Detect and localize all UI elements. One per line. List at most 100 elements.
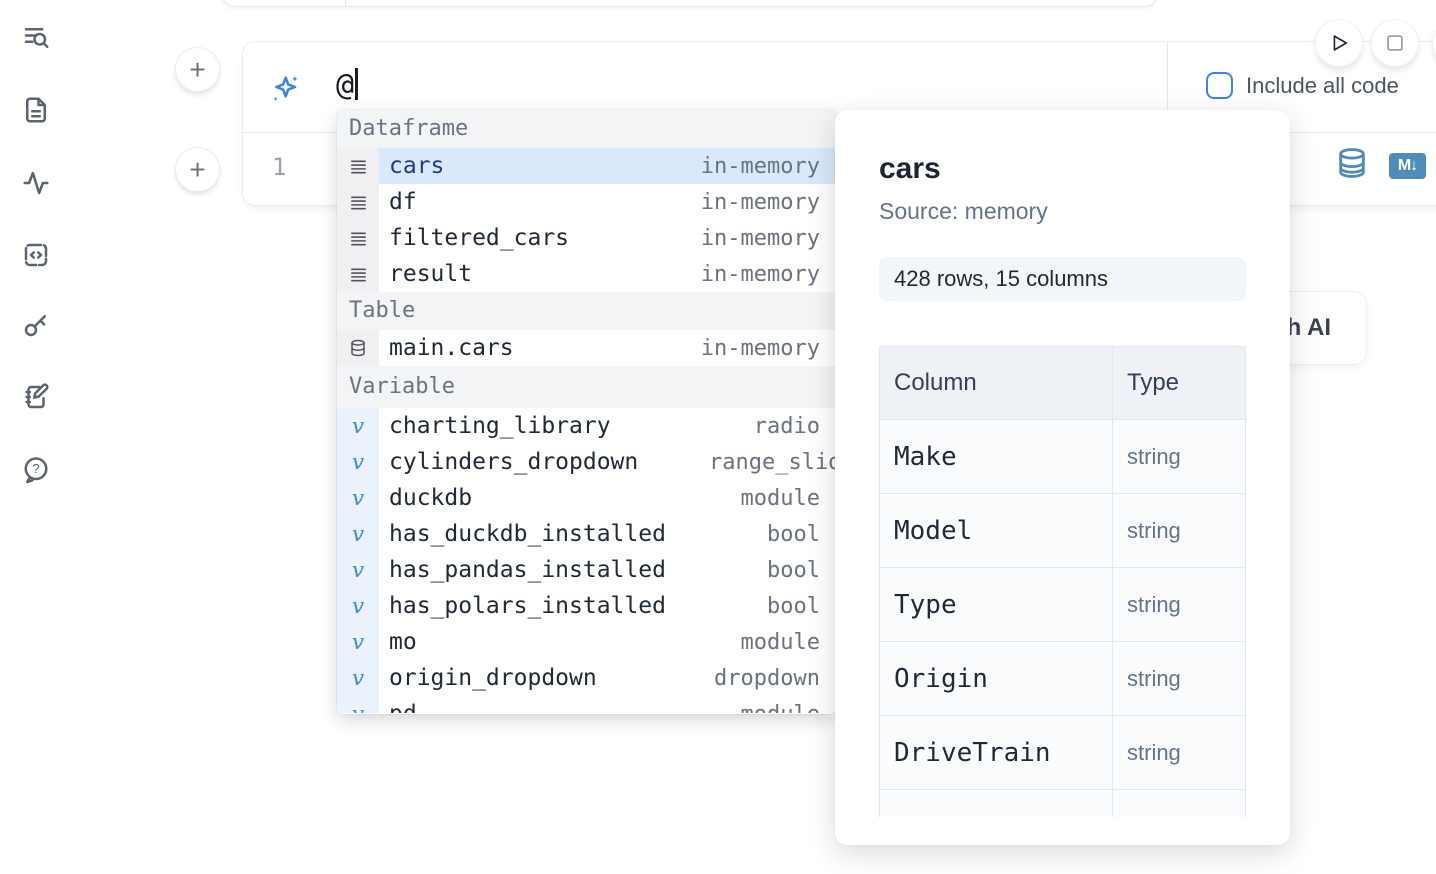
item-name: df: [389, 189, 417, 215]
rows-icon: [337, 256, 379, 292]
ai-prompt-input[interactable]: @: [336, 68, 359, 103]
schema-header: Column: [879, 346, 1113, 420]
ai-prompt-row: @ Include all code: [243, 42, 1436, 133]
column-name: Type: [879, 567, 1113, 642]
item-name: has_polars_installed: [389, 593, 666, 619]
database-icon[interactable]: [1335, 145, 1369, 181]
item-name: result: [389, 261, 473, 287]
autocomplete-item[interactable]: v origin_dropdown dropdown: [337, 660, 836, 696]
variable-icon: v: [337, 696, 379, 713]
column-type: string: [1112, 493, 1246, 568]
item-name: filtered_cars: [389, 225, 570, 251]
autocomplete-item[interactable]: filtered_cars in-memory: [337, 220, 836, 256]
column-type: string: [1112, 567, 1246, 642]
column-name: Model: [879, 493, 1113, 568]
scratchpad-icon[interactable]: [21, 382, 51, 412]
sidebar: ?: [0, 0, 72, 874]
item-hint: bool: [767, 557, 820, 583]
file-search-icon[interactable]: [21, 23, 51, 53]
code-editor-row[interactable]: 1 M↓: [243, 133, 1436, 204]
item-hint: dropdown: [714, 665, 820, 691]
help-icon[interactable]: ?: [21, 455, 51, 485]
item-name: has_duckdb_installed: [389, 521, 666, 547]
dataframe-title: cars: [879, 152, 941, 185]
autocomplete-section-label: Dataframe: [337, 110, 836, 148]
rows-icon: [337, 184, 379, 220]
variable-icon: v: [337, 408, 379, 444]
include-all-code-toggle[interactable]: Include all code: [1206, 72, 1399, 99]
item-hint: in-memory: [700, 261, 820, 287]
column-type: string: [1112, 641, 1246, 716]
divider: [1167, 42, 1168, 132]
dataframe-detail-panel: cars Source: memory 428 rows, 15 columns…: [835, 110, 1290, 845]
item-name: cylinders_dropdown: [389, 449, 639, 475]
dataframe-shape-badge: 428 rows, 15 columns: [879, 257, 1246, 301]
item-name: charting_library: [389, 413, 611, 439]
column-name: [879, 789, 1113, 817]
include-all-code-checkbox[interactable]: [1206, 72, 1233, 99]
item-name: mo: [389, 629, 417, 655]
autocomplete-item[interactable]: result in-memory: [337, 256, 836, 292]
item-name: has_pandas_installed: [389, 557, 666, 583]
item-name: origin_dropdown: [389, 665, 597, 691]
add-cell-button[interactable]: +: [176, 48, 219, 91]
stop-button[interactable]: [1372, 20, 1418, 66]
item-hint: bool: [767, 521, 820, 547]
previous-cell-divider: [345, 0, 346, 7]
run-cell-button[interactable]: [1316, 20, 1362, 66]
code-snippet-icon[interactable]: [21, 240, 51, 270]
item-hint: module: [741, 702, 836, 714]
key-icon[interactable]: [21, 310, 51, 340]
item-name: pd: [379, 701, 417, 713]
item-hint: in-memory: [700, 189, 820, 215]
variable-icon: v: [337, 516, 379, 552]
plus-icon: +: [189, 153, 206, 185]
autocomplete-item[interactable]: df in-memory: [337, 184, 836, 220]
column-name: Make: [879, 419, 1113, 494]
schema-row: [879, 789, 1246, 817]
autocomplete-section-label: Table: [337, 292, 836, 330]
item-hint: in-memory: [700, 225, 820, 251]
plus-icon: +: [189, 53, 206, 85]
markdown-icon[interactable]: M↓: [1389, 153, 1426, 179]
rows-icon: [337, 148, 379, 184]
autocomplete-item[interactable]: cars in-memory: [337, 148, 836, 184]
schema-header: Type: [1112, 346, 1246, 420]
autocomplete-section-label: Variable: [337, 366, 836, 408]
column-name: Origin: [879, 641, 1113, 716]
column-type: string: [1112, 715, 1246, 790]
variable-icon: v: [337, 660, 379, 696]
item-name: duckdb: [389, 485, 473, 511]
item-hint: in-memory: [700, 153, 820, 179]
column-name: DriveTrain: [879, 715, 1113, 790]
run-button-partial[interactable]: [1433, 20, 1436, 66]
variable-icon: v: [337, 480, 379, 516]
column-type: string: [1112, 419, 1246, 494]
item-hint: bool: [767, 593, 820, 619]
item-name: cars: [389, 153, 445, 179]
activity-icon[interactable]: [21, 168, 51, 198]
item-name: main.cars: [389, 335, 514, 361]
include-all-code-label: Include all code: [1246, 72, 1399, 98]
sparkles-icon: [273, 75, 298, 102]
add-cell-button[interactable]: +: [176, 148, 219, 191]
autocomplete-item[interactable]: vpd module: [337, 696, 836, 713]
svg-text:?: ?: [32, 461, 39, 476]
document-icon[interactable]: [21, 95, 51, 125]
item-hint: range_slider: [709, 449, 836, 475]
autocomplete-item[interactable]: v has_duckdb_installed bool: [337, 516, 836, 552]
